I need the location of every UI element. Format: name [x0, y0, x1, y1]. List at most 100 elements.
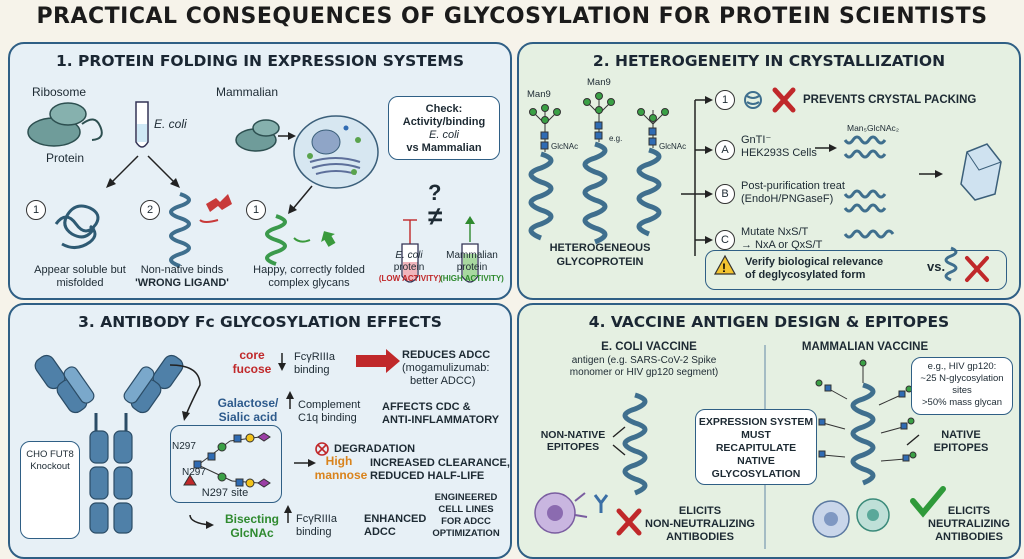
glycan-tree-icon: [529, 92, 669, 152]
eng-c: FOR ADCC: [441, 516, 491, 527]
gp-a: e.g., HIV gp120:: [927, 361, 997, 372]
panel-heading: 3. ANTIBODY Fc GLYCOSYLATION EFFECTS: [78, 313, 442, 331]
fcg1-a: FcγRIIIa: [294, 351, 335, 363]
page-title: PRACTICAL CONSEQUENCES OF GLYCOSYLATION …: [36, 4, 988, 29]
inc-b: REDUCED HALF-LIFE: [370, 470, 485, 482]
elicits1-c: ANTIBODIES: [666, 531, 734, 543]
red-arrow-icon: [356, 349, 400, 373]
fcg2-b: binding: [296, 526, 332, 538]
mammalian-antigen-helix-icon: [850, 382, 876, 486]
panel-antibody: 3. ANTIBODY Fc GLYCOSYLATION EFFECTS: [8, 303, 512, 559]
cho-b: Knockout: [30, 461, 70, 472]
misfolded-protein-icon: [54, 204, 100, 249]
gp120-box: e.g., HIV gp120: ~25 N-glycosylation sit…: [911, 357, 1013, 415]
elicits2-c: ANTIBODIES: [935, 531, 1003, 543]
ribosome-label: Ribosome: [32, 85, 87, 99]
n297-glycan-icon: [183, 432, 271, 488]
bis-b: GlcNAc: [230, 526, 274, 540]
option-b-marker: B: [715, 184, 735, 204]
enh-b: ADCC: [364, 526, 396, 538]
mammalian-cell-icon: [293, 115, 379, 189]
check-c: E. coli: [429, 129, 459, 141]
helix-icon: [169, 192, 191, 268]
eng-d: OPTIMIZATION: [432, 528, 500, 539]
panel4-illustration: [534, 345, 946, 549]
man9-label-b: Man9: [587, 77, 611, 88]
mam-protein-b: protein: [456, 262, 488, 273]
high-b: mannose: [314, 468, 368, 482]
folded-helix-icon: [265, 214, 287, 266]
option-c-marker: C: [715, 230, 735, 250]
center-b: MUST: [741, 429, 771, 441]
antibody-small-icon: [593, 494, 609, 513]
post-b: (EndoH/PNGaseF): [741, 193, 834, 205]
gnti-a: GnTI⁻: [741, 134, 772, 146]
elicits2-a: ELICITS: [947, 505, 991, 517]
panel-protein-folding: 1. PROTEIN FOLDING IN EXPRESSION SYSTEMS: [8, 42, 512, 300]
n297-a: N297: [172, 441, 196, 452]
nonnat-a: NON-NATIVE: [540, 429, 606, 441]
gp-b: ~25 N-glycosylation: [920, 373, 1004, 384]
panel-heading: 1. PROTEIN FOLDING IN EXPRESSION SYSTEMS: [55, 52, 464, 70]
eng-b: CELL LINES: [438, 504, 494, 515]
panel-heading: 4. VACCINE ANTIGEN DESIGN & EPITOPES: [588, 313, 950, 331]
glycoprotein-helix-icon: [528, 141, 662, 245]
nonnative-caption-b: 'WRONG LIGAND': [135, 277, 229, 289]
affects-a: AFFECTS CDC &: [382, 401, 471, 413]
prevents-label: PREVENTS CRYSTAL PACKING: [803, 94, 977, 106]
ecoli-protein-a: E. coli: [395, 250, 423, 261]
affects-b: ANTI-INFLAMMATORY: [382, 414, 500, 426]
eng-a: ENGINEERED: [434, 492, 498, 503]
mammalian-label: Mammalian: [216, 85, 279, 99]
warning-icon: !: [713, 254, 737, 275]
fcg2-a: FcγRIIIa: [296, 513, 337, 525]
check-a: Check:: [425, 103, 463, 115]
mixed-helices-icon: [744, 91, 762, 109]
panel3-illustration: [26, 349, 400, 534]
high-a: High: [325, 454, 353, 468]
ant-a: antigen (e.g. SARS-CoV-2 Spike: [571, 355, 717, 366]
bis-a: Bisecting: [224, 512, 279, 526]
gnti-b: HEK293S Cells: [741, 147, 817, 159]
native-b: EPITOPES: [933, 442, 989, 454]
reduces-label: REDUCES ADCC: [402, 349, 491, 361]
center-a: EXPRESSION SYSTEM: [698, 416, 814, 428]
comp-a: Complement: [298, 399, 361, 411]
step-1-marker: 1: [26, 200, 46, 220]
core-b: fucose: [232, 362, 272, 376]
inc-a: INCREASED CLEARANCE,: [370, 457, 510, 469]
panel-vaccine: 4. VACCINE ANTIGEN DESIGN & EPITOPES: [517, 303, 1021, 559]
center-c: RECAPITULATE: [715, 442, 797, 454]
red-x-icon: [616, 508, 642, 536]
step-1-marker: 1: [715, 90, 735, 110]
elicits1-b: NON-NEUTRALIZING: [645, 518, 755, 530]
degradation-icon: [315, 442, 329, 456]
ecoli-vaccine: E. COLI VACCINE: [601, 341, 697, 353]
nonnat-b: EPITOPES: [546, 441, 600, 453]
center-d: NATIVE: [737, 455, 775, 467]
mammalian-ribosome-icon: [235, 119, 280, 152]
low-activity: (LOW ACTIVITY): [378, 274, 442, 283]
red-x-icon: [772, 87, 796, 113]
glcnac-label-1: GlcNAc: [551, 142, 579, 151]
hetero-label-b: GLYCOPROTEIN: [556, 256, 644, 268]
center-e: GLYCOSYLATION: [711, 468, 801, 480]
svg-text:!: !: [722, 261, 726, 275]
panel1-illustration: [27, 101, 479, 283]
n297-b: N297: [182, 467, 206, 478]
ant-b: monomer or HIV gp120 segment): [569, 367, 719, 378]
degradation-label: DEGRADATION: [334, 443, 416, 455]
panel2-illustration: !: [528, 87, 1002, 282]
eg-label: e.g.: [609, 134, 623, 143]
ribosome-icon: [27, 102, 103, 147]
elicits2-b: NEUTRALIZING: [928, 518, 1010, 530]
step-1b-marker: 1: [246, 200, 266, 220]
cho-box: CHO FUT8 Knockout: [20, 441, 80, 539]
mut-b: → NxA or QxS/T: [741, 239, 823, 251]
elicits1-a: ELICITS: [678, 505, 722, 517]
check-d: vs Mammalian: [406, 142, 482, 154]
protein-label: Protein: [46, 151, 85, 165]
ecoli-protein-b: protein: [393, 262, 425, 273]
ecoli-label: E. coli: [154, 117, 187, 131]
immune-cell-icon-2: [812, 498, 890, 538]
